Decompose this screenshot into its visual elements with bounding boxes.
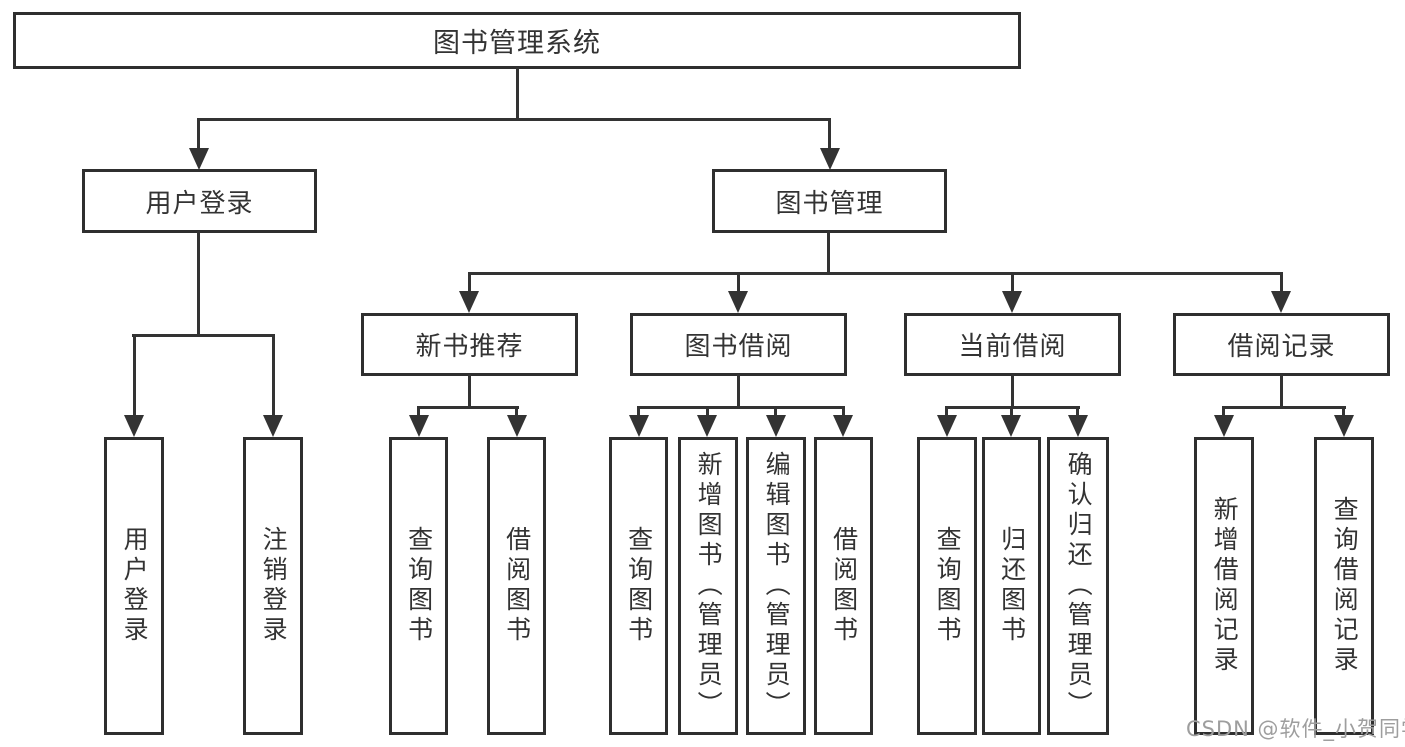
leaf-user-login: 用户登录	[104, 437, 164, 735]
connector-to-leaf-logout	[272, 334, 275, 415]
connector-root-hline	[197, 118, 831, 121]
node-library-system: 图书管理系统	[13, 12, 1021, 69]
arrow-down-icon	[728, 291, 748, 313]
node-current-borrowing: 当前借阅	[904, 313, 1121, 376]
leaf-rec-query-record: 查询借阅记录	[1314, 437, 1374, 735]
node-book-borrowing: 图书借阅	[630, 313, 847, 376]
arrow-down-icon	[507, 415, 527, 437]
connector-to-book-mgmt	[828, 118, 831, 150]
connector-to-cur-query	[945, 406, 948, 417]
connector-user-login-hline	[132, 334, 275, 337]
leaf-rec-add-record: 新增借阅记录	[1194, 437, 1254, 735]
arrow-down-icon	[189, 148, 209, 170]
connector-to-bw-query	[637, 406, 640, 417]
connector-borrowing-hline	[637, 406, 845, 409]
connector-to-rec-add	[1222, 406, 1225, 417]
arrow-down-icon	[1002, 291, 1022, 313]
connector-current-stem	[1011, 374, 1014, 409]
connector-new-books-hline	[417, 406, 519, 409]
arrow-down-icon	[1214, 415, 1234, 437]
connector-book-mgmt-hline	[468, 272, 1283, 275]
connector-to-bw-edit	[774, 406, 777, 417]
arrow-down-icon	[697, 415, 717, 437]
arrow-down-icon	[629, 415, 649, 437]
csdn-watermark: CSDN @软件_小贺同学	[1186, 717, 1405, 741]
connector-to-rec-query	[1342, 406, 1345, 417]
leaf-logout: 注销登录	[243, 437, 303, 735]
connector-borrowing-stem	[737, 374, 740, 409]
leaf-cur-query-books: 查询图书	[917, 437, 977, 735]
connector-records-hline	[1222, 406, 1346, 409]
connector-to-new-books	[468, 272, 471, 293]
leaf-nb-query-books: 查询图书	[389, 437, 448, 735]
connector-to-nb-query	[417, 406, 420, 417]
arrow-down-icon	[820, 148, 840, 170]
node-borrowing-records: 借阅记录	[1173, 313, 1390, 376]
connector-to-nb-borrow	[515, 406, 518, 417]
arrow-down-icon	[263, 415, 283, 437]
connector-to-leaf-user-login	[133, 334, 136, 415]
arrow-down-icon	[937, 415, 957, 437]
arrow-down-icon	[1001, 415, 1021, 437]
node-user-login: 用户登录	[82, 169, 317, 233]
connector-user-login-stem	[197, 231, 200, 336]
connector-to-bw-borrow	[842, 406, 845, 417]
connector-to-cur-confirm	[1076, 406, 1079, 417]
leaf-cur-return-books: 归还图书	[982, 437, 1041, 735]
node-new-book-recommend: 新书推荐	[361, 313, 578, 376]
leaf-nb-borrow-books: 借阅图书	[487, 437, 546, 735]
leaf-bw-query-books: 查询图书	[609, 437, 668, 735]
arrow-down-icon	[833, 415, 853, 437]
arrow-down-icon	[1068, 415, 1088, 437]
node-book-management: 图书管理	[712, 169, 947, 233]
arrow-down-icon	[409, 415, 429, 437]
connector-records-stem	[1280, 374, 1283, 409]
arrow-down-icon	[1334, 415, 1354, 437]
connector-to-user-login	[197, 118, 200, 150]
leaf-cur-confirm-return-admin: 确认归还（管理员）	[1047, 437, 1109, 735]
arrow-down-icon	[124, 415, 144, 437]
leaf-bw-edit-books-admin: 编辑图书（管理员）	[746, 437, 806, 735]
connector-to-records	[1280, 272, 1283, 293]
connector-to-bw-add	[706, 406, 709, 417]
leaf-bw-borrow-books: 借阅图书	[814, 437, 873, 735]
arrow-down-icon	[1271, 291, 1291, 313]
connector-root-stem	[516, 67, 519, 120]
connector-to-borrowing	[737, 272, 740, 293]
connector-to-current	[1011, 272, 1014, 293]
connector-book-mgmt-stem	[827, 231, 830, 275]
arrow-down-icon	[459, 291, 479, 313]
connector-new-books-stem	[468, 374, 471, 409]
leaf-bw-add-books-admin: 新增图书（管理员）	[678, 437, 738, 735]
arrow-down-icon	[766, 415, 786, 437]
connector-to-cur-return	[1010, 406, 1013, 417]
